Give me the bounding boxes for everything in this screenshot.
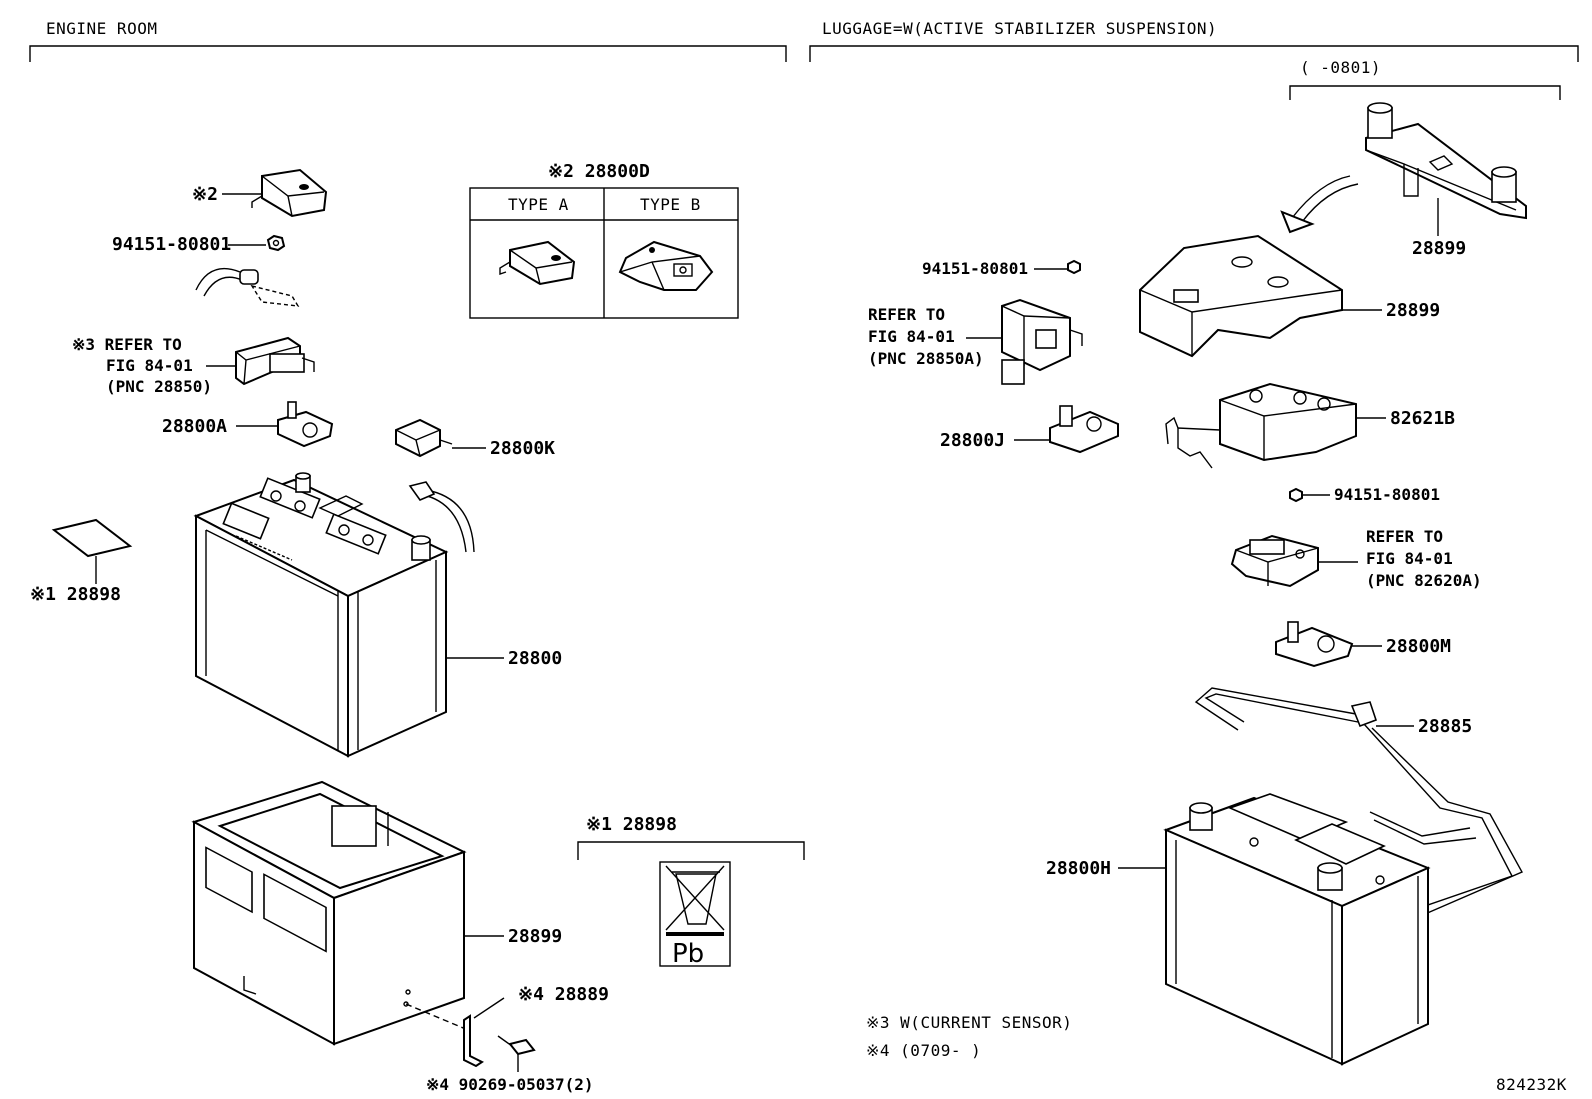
pb-text: Pb: [672, 939, 704, 969]
label-ref-82620a-line2: FIG 84-01: [1366, 549, 1453, 568]
label-82621b: 82621B: [1390, 408, 1455, 429]
label-90269: ※4 90269-05037(2): [426, 1075, 594, 1094]
label-ref-28850a-line1: REFER TO: [868, 305, 945, 324]
header-engine-room: ENGINE ROOM: [46, 19, 157, 38]
current-sensor-right: [1001, 298, 1083, 385]
label-28800m: 28800M: [1386, 636, 1451, 657]
label-28800h: 28800H: [1046, 858, 1111, 879]
nut-94151-right-a: [1067, 259, 1081, 275]
label-note2: ※2: [192, 184, 218, 205]
battery-28800: [193, 472, 475, 758]
label-94151-left: 94151-80801: [112, 234, 231, 255]
cable-clamp-left: [195, 267, 300, 307]
terminal-cover-82621b: [1165, 382, 1357, 469]
terminal-cover-note2: [251, 168, 328, 218]
battery-cover-28899: [1139, 234, 1343, 358]
label-ref3-line2: FIG 84-01: [106, 356, 193, 375]
battery-tray-28899: [191, 780, 467, 1046]
hold-down-bracket-28899: [1365, 102, 1527, 220]
label-28800j: 28800J: [940, 430, 1005, 451]
note-4: ※4 (0709- ): [866, 1041, 981, 1060]
bolt-90269: [497, 1035, 536, 1056]
direction-arrow: [1280, 175, 1359, 234]
table-col-a: TYPE A: [508, 195, 569, 214]
label-ref-82620a-line3: (PNC 82620A): [1366, 571, 1482, 590]
range-bracket: [1289, 85, 1561, 100]
label-ref-82620a-line1: REFER TO: [1366, 527, 1443, 546]
terminal-28800a: [277, 401, 334, 448]
label-28800a: 28800A: [162, 416, 227, 437]
label-94151-right-a: 94151-80801: [922, 259, 1028, 278]
header-bracket-left: [29, 45, 787, 62]
label-28899-mid: 28899: [1386, 300, 1440, 321]
leader-28889: [473, 997, 505, 1019]
label-28800: 28800: [508, 648, 562, 669]
fuse-block-82620a: [1230, 534, 1319, 588]
label-28889: ※4 28889: [518, 984, 609, 1005]
header-bracket-right: [809, 45, 1579, 62]
note-3: ※3 W(CURRENT SENSOR): [866, 1013, 1072, 1032]
label-28898-left: ※1 28898: [30, 584, 121, 605]
pb-bracket: [577, 841, 805, 860]
label-28899-top: 28899: [1412, 238, 1466, 259]
terminal-cover-type-b: [618, 240, 714, 291]
bracket-28889: [463, 1014, 484, 1068]
table-title: ※2 28800D: [548, 161, 650, 182]
table-col-b: TYPE B: [640, 195, 701, 214]
figure-id: 824232K: [1496, 1075, 1567, 1094]
current-sensor-left: [235, 336, 315, 386]
header-luggage: LUGGAGE=W(ACTIVE STABILIZER SUSPENSION): [822, 19, 1217, 38]
label-ref-28850a-line3: (PNC 28850A): [868, 349, 984, 368]
terminal-cover-type-a: [499, 240, 576, 286]
tray-dash-line: [405, 1003, 469, 1031]
recycle-label-pb: Pb: [659, 861, 731, 969]
label-28885: 28885: [1418, 716, 1472, 737]
nut-94151-left: [266, 234, 286, 252]
label-ref-28850a-line2: FIG 84-01: [868, 327, 955, 346]
label-28800k: 28800K: [490, 438, 555, 459]
label-card-28898: [51, 518, 133, 558]
label-94151-right-b: 94151-80801: [1334, 485, 1440, 504]
terminal-28800k: [395, 418, 453, 458]
header-range: ( -0801): [1300, 58, 1381, 77]
label-28899-left: 28899: [508, 926, 562, 947]
label-ref3-line3: (PNC 28850): [106, 377, 212, 396]
battery-28800h: [1163, 793, 1431, 1066]
label-ref3-line1: ※3 REFER TO: [72, 335, 182, 354]
terminal-28800m: [1275, 621, 1354, 668]
pb-title: ※1 28898: [586, 814, 677, 835]
nut-94151-right-b: [1289, 487, 1303, 503]
terminal-28800j: [1049, 405, 1119, 454]
